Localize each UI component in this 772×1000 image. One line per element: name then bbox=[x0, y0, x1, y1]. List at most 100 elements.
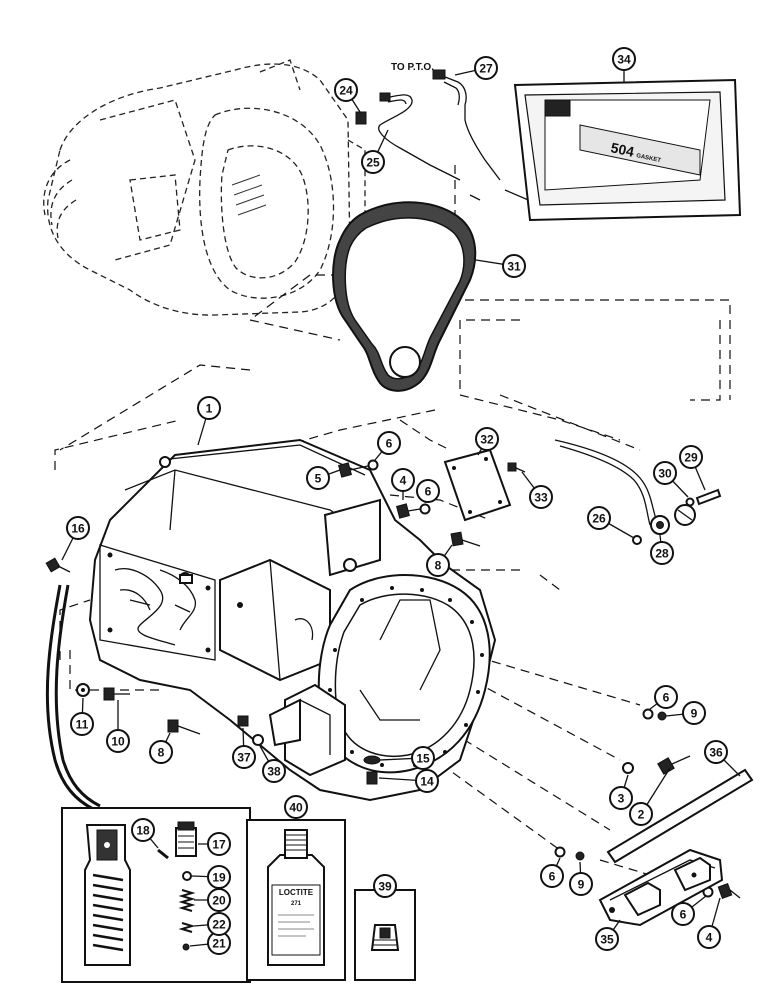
callout-circle bbox=[66, 516, 90, 540]
callout-8: 8 bbox=[426, 544, 453, 577]
gasket bbox=[332, 201, 477, 392]
callout-24: 24 bbox=[334, 78, 361, 113]
callout-26: 26 bbox=[587, 506, 635, 539]
callout-circle bbox=[474, 56, 498, 80]
washer-6a-shape bbox=[367, 459, 379, 471]
callout-number: 36 bbox=[709, 746, 723, 760]
callout-number: 37 bbox=[237, 751, 251, 765]
callout-number: 19 bbox=[212, 871, 226, 885]
callout-circle bbox=[502, 254, 526, 278]
callout-number: 31 bbox=[507, 260, 521, 274]
gasket-kit-small-text: GASKET bbox=[636, 153, 662, 164]
callout-number: 21 bbox=[212, 937, 226, 951]
callout-circle bbox=[653, 461, 677, 485]
callout-38: 38 bbox=[259, 745, 286, 783]
bolt-14-shape bbox=[366, 771, 378, 785]
loctite-number: 271 bbox=[291, 901, 302, 907]
callout-number: 6 bbox=[680, 908, 687, 922]
callouts: 1234456666688991011141516171819202122242… bbox=[61, 47, 741, 955]
callout-39: 39 bbox=[373, 874, 397, 898]
callout-number: 30 bbox=[658, 467, 672, 481]
callout-circle bbox=[416, 479, 440, 503]
callout-9: 9 bbox=[665, 701, 706, 725]
pto-fitting bbox=[432, 69, 446, 80]
callout-number: 14 bbox=[420, 775, 434, 789]
phantom-engine-housing bbox=[43, 59, 366, 316]
washer-6b-shape bbox=[419, 503, 431, 515]
ring-38-shape bbox=[252, 734, 264, 746]
callout-37: 37 bbox=[232, 727, 256, 769]
callout-6: 6 bbox=[540, 857, 564, 888]
callout-number: 27 bbox=[479, 62, 493, 76]
callout-circle bbox=[411, 746, 435, 770]
callout-circle bbox=[334, 78, 358, 102]
gasket-kit-box: 504 GASKET bbox=[513, 78, 742, 222]
callout-circle bbox=[70, 712, 94, 736]
callout-circle bbox=[650, 541, 674, 565]
callout-number: 18 bbox=[136, 824, 150, 838]
callout-number: 5 bbox=[315, 472, 322, 486]
screw-33-shape bbox=[507, 462, 526, 473]
callout-circle bbox=[426, 553, 450, 577]
to-pto-label: TO P.T.O. bbox=[391, 62, 434, 73]
callout-number: 38 bbox=[267, 765, 281, 779]
washer-11-shape bbox=[76, 683, 90, 697]
callout-number: 2 bbox=[638, 808, 645, 822]
callout-circle bbox=[131, 818, 155, 842]
callout-5: 5 bbox=[306, 466, 341, 490]
callout-number: 6 bbox=[425, 485, 432, 499]
callout-number: 16 bbox=[71, 522, 85, 536]
callout-number: 20 bbox=[212, 894, 226, 908]
callout-number: 6 bbox=[549, 870, 556, 884]
callout-number: 32 bbox=[480, 433, 494, 447]
callout-6: 6 bbox=[671, 895, 707, 926]
callout-number: 3 bbox=[618, 792, 625, 806]
bolt-5-shape bbox=[338, 462, 369, 478]
callout-circle bbox=[149, 740, 173, 764]
loctite-brand: LOCTITE bbox=[279, 888, 314, 897]
fitting-16-shape bbox=[45, 557, 71, 573]
washer-3-shape bbox=[622, 762, 634, 774]
callout-8: 8 bbox=[149, 732, 173, 764]
callout-number: 28 bbox=[655, 547, 669, 561]
bolt-2-shape bbox=[657, 755, 691, 775]
callout-circle bbox=[391, 468, 415, 492]
callout-10: 10 bbox=[106, 700, 130, 753]
callout-number: 10 bbox=[111, 735, 125, 749]
callout-number: 29 bbox=[684, 451, 698, 465]
bracket-assembly bbox=[598, 768, 754, 927]
callout-6: 6 bbox=[649, 685, 678, 710]
callout-28: 28 bbox=[650, 534, 674, 565]
callout-4: 4 bbox=[697, 897, 721, 949]
callout-6: 6 bbox=[374, 431, 401, 461]
callout-6: 6 bbox=[416, 479, 440, 504]
callout-number: 39 bbox=[378, 880, 392, 894]
plug-37-shape bbox=[237, 715, 249, 727]
callout-circle bbox=[654, 685, 678, 709]
callout-14: 14 bbox=[378, 769, 439, 793]
callout-number: 9 bbox=[691, 707, 698, 721]
callout-circle bbox=[671, 902, 695, 926]
callout-circle bbox=[306, 466, 330, 490]
callout-circle bbox=[262, 759, 286, 783]
callout-30: 30 bbox=[653, 461, 689, 498]
callout-number: 6 bbox=[663, 691, 670, 705]
callout-circle bbox=[704, 740, 728, 764]
callout-15: 15 bbox=[379, 746, 435, 770]
callout-number: 4 bbox=[706, 931, 713, 945]
oil-lines bbox=[355, 69, 541, 206]
callout-circle bbox=[529, 485, 553, 509]
callout-35: 35 bbox=[595, 919, 621, 951]
callout-4: 4 bbox=[391, 468, 415, 500]
callout-1: 1 bbox=[197, 396, 221, 446]
callout-9: 9 bbox=[569, 861, 593, 896]
callout-circle bbox=[207, 888, 231, 912]
cover-plate bbox=[443, 448, 512, 522]
fitting-24-shape bbox=[355, 111, 367, 125]
callout-32: 32 bbox=[475, 427, 499, 456]
callout-number: 17 bbox=[212, 838, 226, 852]
callout-27: 27 bbox=[454, 56, 498, 80]
bolt-10-shape bbox=[103, 687, 130, 701]
callout-circle bbox=[595, 927, 619, 951]
